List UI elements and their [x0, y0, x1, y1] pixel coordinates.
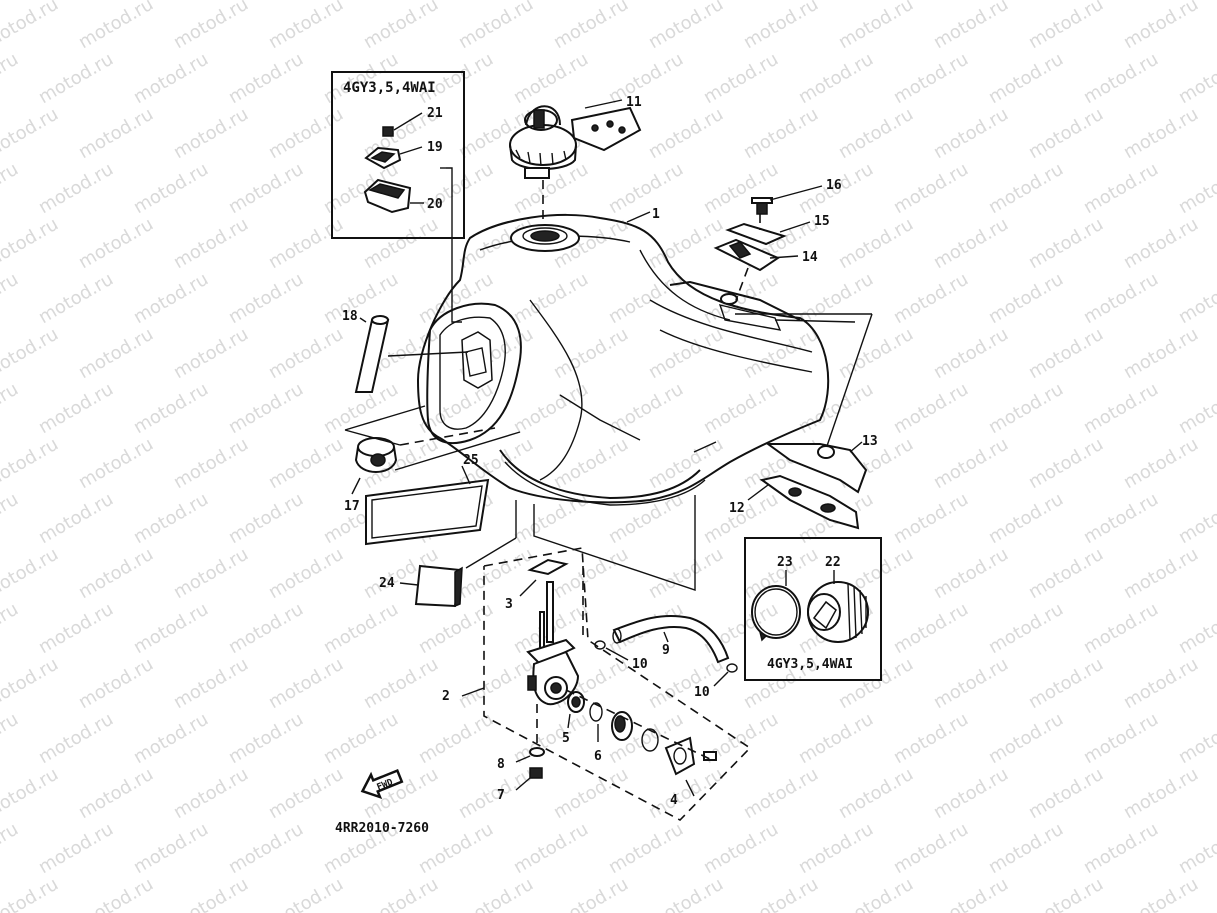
inset-top-left: 4GY3,5,4WAI 21 19 20	[331, 71, 465, 239]
part-21-bolt	[382, 112, 423, 137]
callout-24: 24	[379, 576, 395, 591]
callout-5: 5	[562, 731, 570, 746]
inset-bottom-right: 23 22 4GY3,5,4WAI	[744, 537, 882, 681]
callout-7: 7	[497, 788, 505, 803]
part-3-gasket	[519, 558, 569, 597]
callout-8: 8	[497, 757, 505, 772]
part-24-pad	[399, 564, 463, 608]
part-25-pad	[365, 465, 490, 546]
part-9-fuel-hose	[612, 614, 730, 664]
part-14-damper	[713, 238, 799, 272]
callout-4: 4	[670, 793, 678, 808]
callout-10a: 10	[632, 657, 648, 672]
callout-22: 22	[825, 555, 841, 570]
part-11-fuel-cap	[509, 99, 642, 179]
callout-14: 14	[802, 250, 818, 265]
part-1-fuel-tank	[416, 213, 830, 506]
part-6-oring	[589, 702, 603, 742]
part-10-clip-b	[713, 663, 738, 687]
part-13-bracket	[764, 441, 868, 494]
callout-6: 6	[594, 749, 602, 764]
part-7-drain-bolt	[515, 767, 543, 791]
part-15-plate	[725, 221, 811, 246]
part-8-washer	[515, 747, 545, 763]
fwd-arrow: FWD	[360, 768, 404, 800]
part-12-bracket	[747, 474, 860, 530]
callout-18: 18	[342, 309, 358, 324]
inset-top-label: 4GY3,5,4WAI	[343, 80, 436, 96]
part-16-bolt	[751, 185, 823, 215]
part-4-screw-plate	[664, 736, 717, 797]
part-10-clip-a	[594, 640, 629, 661]
callout-9: 9	[662, 643, 670, 658]
callout-10b: 10	[694, 685, 710, 700]
callout-2: 2	[442, 689, 450, 704]
callout-3: 3	[505, 597, 513, 612]
callout-17: 17	[344, 499, 360, 514]
callout-12: 12	[729, 501, 745, 516]
diagram-code: 4RR2010-7260	[335, 821, 429, 836]
callout-16: 16	[826, 178, 842, 193]
callout-21: 21	[427, 106, 443, 121]
callout-13: 13	[862, 434, 878, 449]
callout-11: 11	[626, 95, 642, 110]
callout-23: 23	[777, 555, 793, 570]
part-19-clip	[364, 146, 423, 170]
callout-1: 1	[652, 207, 660, 222]
callout-20: 20	[427, 197, 443, 212]
part-2-fuel-cock	[461, 581, 580, 706]
callout-25: 25	[463, 453, 479, 468]
callout-19: 19	[427, 140, 443, 155]
part-17-grommet	[351, 437, 398, 495]
inset-bottom-label: 4GY3,5,4WAI	[767, 657, 853, 672]
part-23-gasket	[751, 570, 801, 642]
callout-15: 15	[814, 214, 830, 229]
part-18-hose	[354, 315, 469, 393]
part-22-filter	[807, 570, 869, 643]
part-20-damper	[363, 178, 424, 214]
